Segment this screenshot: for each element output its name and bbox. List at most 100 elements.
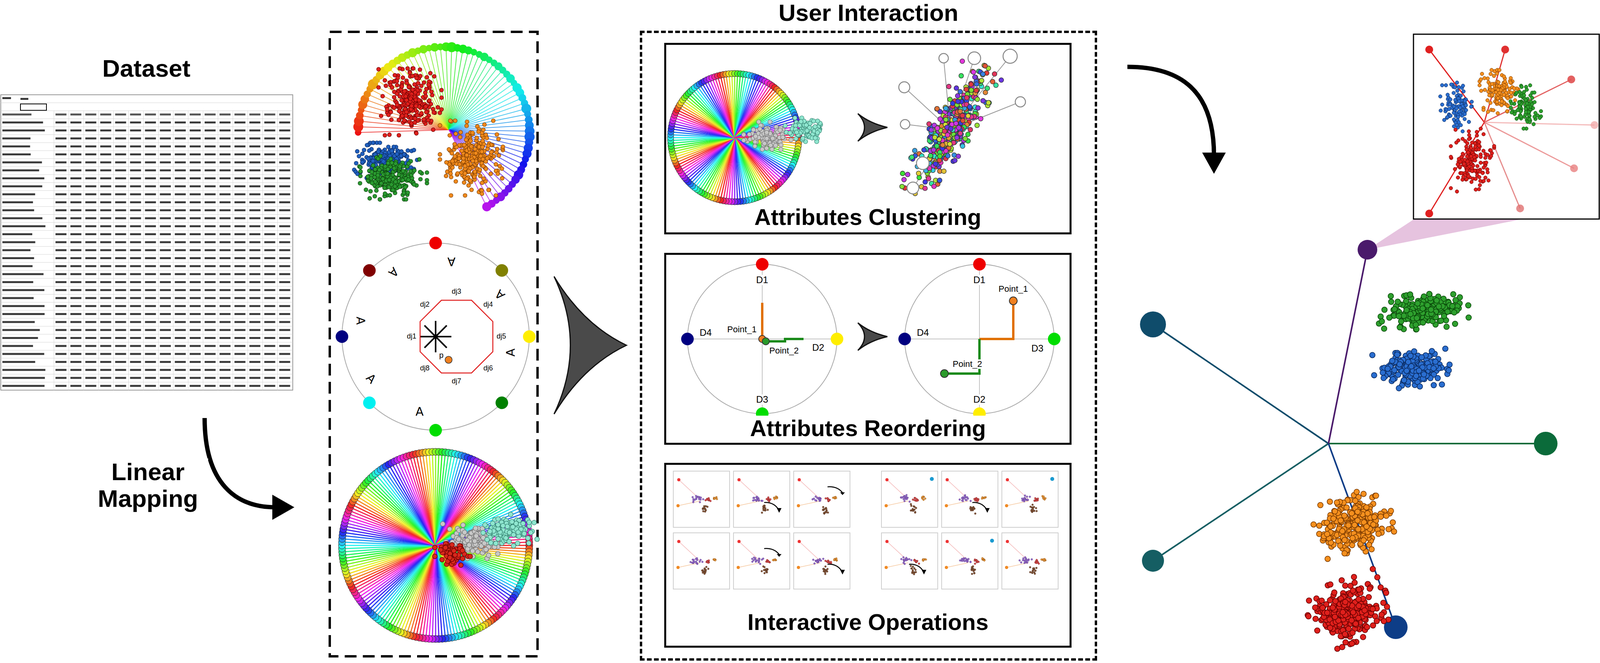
table-cell-text xyxy=(234,385,246,388)
table-cell-text xyxy=(100,345,112,348)
table-cell-text xyxy=(174,233,186,236)
dimension-anchor xyxy=(522,330,536,344)
table-cell-text xyxy=(55,281,67,284)
table-cell-text xyxy=(55,233,67,236)
table-cell-text xyxy=(204,129,216,132)
table-cell-text xyxy=(130,257,142,260)
table-cell-text xyxy=(85,121,97,124)
table-cell-text xyxy=(264,273,276,276)
cluster-point xyxy=(385,107,390,112)
cluster-point xyxy=(424,170,429,175)
table-cell-text xyxy=(249,177,261,180)
table-cell-text xyxy=(85,217,97,220)
table-cell-text xyxy=(70,169,82,172)
table-cell-text xyxy=(219,241,231,244)
table-cell-text xyxy=(249,121,261,124)
table-cell-text xyxy=(219,297,231,300)
table-cell-text xyxy=(174,281,186,284)
table-cell-text xyxy=(159,121,171,124)
table-cell-text xyxy=(249,209,261,212)
cluster-point xyxy=(500,176,505,181)
table-cell-text xyxy=(85,337,97,340)
anchor-line xyxy=(448,108,527,130)
table-cell-text xyxy=(219,361,231,364)
cluster-point xyxy=(424,110,429,115)
table-cell-text xyxy=(2,233,33,236)
table-cell-text xyxy=(264,233,276,236)
cluster-point xyxy=(404,113,409,118)
table-cell-text xyxy=(159,369,171,372)
table-cell-text xyxy=(264,329,276,332)
dimension-anchor xyxy=(495,264,509,278)
table-cell-text xyxy=(115,265,127,268)
table-cell-text xyxy=(234,153,246,156)
table-cell-text xyxy=(55,129,67,132)
table-cell-text xyxy=(85,225,97,228)
table-cell-text xyxy=(234,209,246,212)
table-cell-text xyxy=(264,145,276,148)
table-cell-text xyxy=(189,145,201,148)
table-cell-text xyxy=(279,161,291,164)
cluster-point xyxy=(404,110,409,115)
cluster-point xyxy=(377,168,382,172)
cluster-point xyxy=(382,191,387,196)
cluster-point xyxy=(380,94,385,99)
cluster-point xyxy=(423,104,428,109)
dimension-anchor xyxy=(335,330,349,344)
table-cell-text xyxy=(249,161,261,164)
cluster-point xyxy=(415,81,420,86)
table-cell-text xyxy=(204,369,216,372)
table-cell-text xyxy=(204,217,216,220)
table-cell-text xyxy=(219,113,231,116)
dimension-anchor xyxy=(363,264,376,278)
table-cell-text xyxy=(55,265,67,268)
cluster-point xyxy=(404,81,409,85)
table-cell-text xyxy=(55,145,67,148)
table-cell-text xyxy=(264,377,276,380)
cluster-point xyxy=(448,175,453,180)
table-cell-text xyxy=(174,273,186,276)
table-cell-text xyxy=(70,249,82,252)
table-cell-text xyxy=(144,129,156,132)
table-cell-text xyxy=(159,345,171,348)
table-cell-text xyxy=(130,201,142,204)
table-cell-text xyxy=(115,225,127,228)
table-cell-text xyxy=(249,385,261,388)
table-cell-text xyxy=(55,193,67,196)
table-cell-text xyxy=(219,137,231,140)
table-cell-text xyxy=(159,225,171,228)
cluster-point xyxy=(395,83,400,88)
table-cell-text xyxy=(264,345,276,348)
cluster-point xyxy=(496,153,501,158)
cluster-point xyxy=(395,103,400,108)
table-cell-text xyxy=(55,353,67,356)
cluster-point xyxy=(426,82,431,87)
table-cell-text xyxy=(115,297,127,300)
table-cell-text xyxy=(130,377,142,380)
table-cell-text xyxy=(144,217,156,220)
table-cell-text xyxy=(249,369,261,372)
cluster-point xyxy=(481,176,486,181)
cluster-point xyxy=(393,184,398,189)
table-cell-text xyxy=(70,241,82,244)
table-cell-text xyxy=(2,113,32,116)
table-cell-text xyxy=(115,313,127,316)
table-cell-text xyxy=(144,153,156,156)
table-cell-text xyxy=(249,193,261,196)
table-cell-text xyxy=(70,377,82,380)
table-cell-text xyxy=(55,209,67,212)
cluster-point xyxy=(491,118,496,123)
table-cell-text xyxy=(144,361,156,364)
table-cell-text xyxy=(249,377,261,380)
cluster-point xyxy=(474,136,479,141)
table-cell-text xyxy=(189,273,201,276)
table-cell-text xyxy=(55,113,67,116)
table-cell-text xyxy=(189,249,201,252)
table-cell-text xyxy=(189,313,201,316)
table-cell-text xyxy=(115,281,127,284)
table-cell-text xyxy=(130,153,142,156)
table-cell-text xyxy=(55,297,67,300)
cluster-point xyxy=(400,178,405,183)
cluster-point xyxy=(400,114,405,119)
table-cell-text xyxy=(234,297,246,300)
